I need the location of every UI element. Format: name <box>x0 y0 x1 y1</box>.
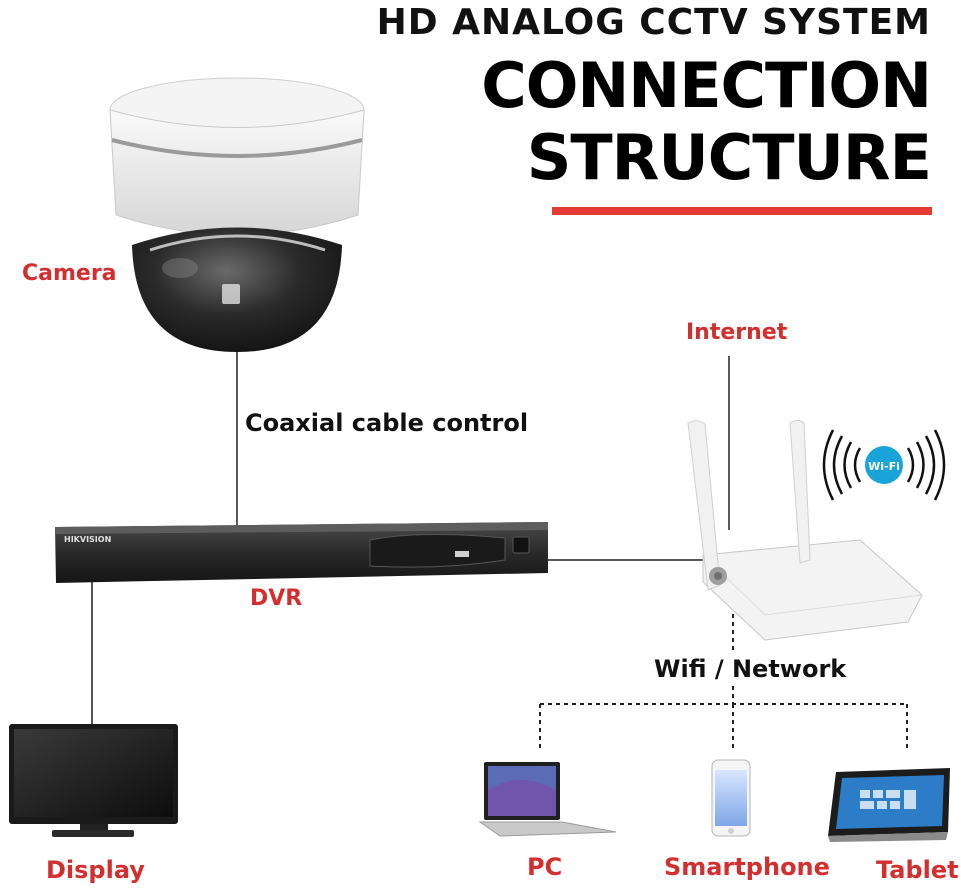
title-line-2: CONNECTION <box>481 49 932 122</box>
dvr-label: DVR <box>250 586 303 611</box>
smartphone-icon <box>711 759 751 837</box>
tablet-icon <box>828 768 950 842</box>
wifi-network-label: Wifi / Network <box>654 655 847 683</box>
internet-label: Internet <box>686 320 788 345</box>
title-line-3: STRUCTURE <box>526 121 932 194</box>
title-underline <box>552 207 932 215</box>
monitor-icon <box>9 724 178 837</box>
tablet-label: Tablet <box>876 856 959 884</box>
display-label: Display <box>46 856 145 884</box>
coax-label: Coaxial cable control <box>245 409 529 437</box>
pc-label: PC <box>527 853 563 881</box>
title-line-1: HD ANALOG CCTV SYSTEM <box>376 2 931 43</box>
wifi-icon: Wi-Fi <box>822 429 946 501</box>
router-icon <box>687 420 923 641</box>
smartphone-label: Smartphone <box>664 853 830 881</box>
connection-lines <box>91 350 730 724</box>
camera-label: Camera <box>22 261 117 286</box>
dome-camera-icon <box>109 77 365 352</box>
laptop-icon <box>478 762 617 837</box>
dvr-brand-text: HIKVISION <box>64 535 111 544</box>
dvr-icon: HIKVISION <box>55 522 548 583</box>
wifi-badge-text: Wi-Fi <box>868 460 900 473</box>
